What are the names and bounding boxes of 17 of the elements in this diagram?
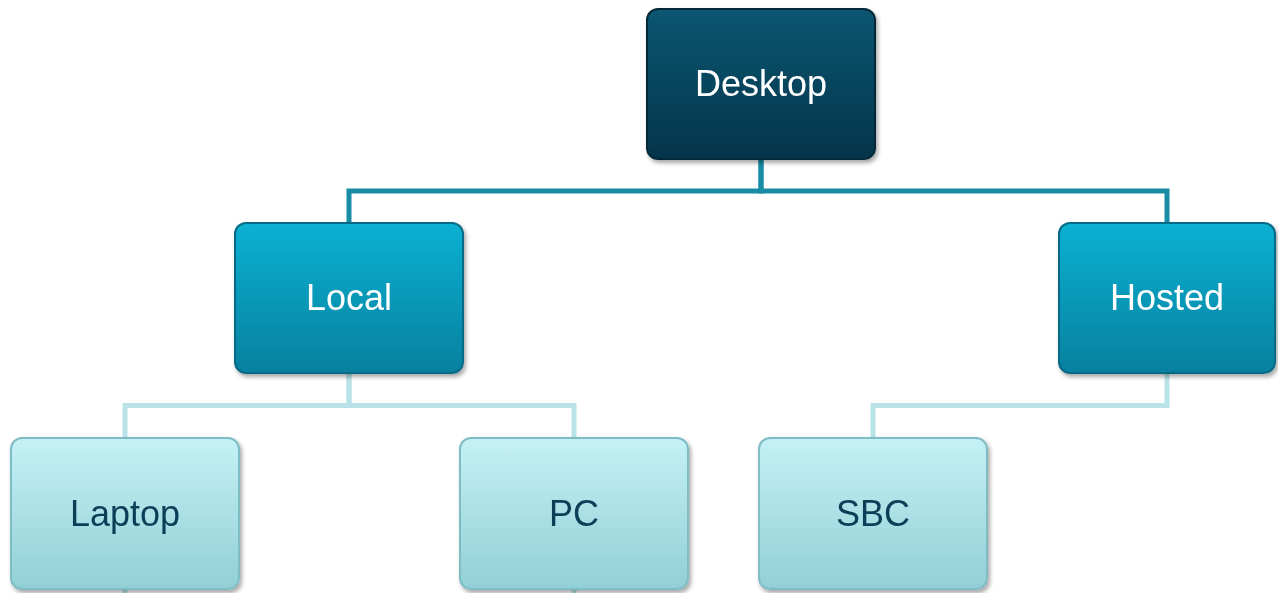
- box: [10, 437, 240, 590]
- box: [1058, 222, 1276, 374]
- box: [646, 8, 876, 160]
- box: [234, 222, 464, 374]
- connector-line: [122, 590, 128, 593]
- node-label: Desktop: [694, 63, 828, 105]
- box: [459, 437, 689, 590]
- connector-line: [346, 374, 577, 437]
- node-label: PC: [549, 492, 599, 535]
- connector-line: [571, 590, 577, 593]
- node-label: Local: [305, 277, 393, 319]
- box: [758, 437, 988, 590]
- node-label: Laptop: [69, 492, 181, 535]
- connector-line: [758, 160, 1170, 222]
- node-label: SBC: [836, 492, 910, 535]
- connector-line: [870, 374, 1170, 437]
- node-label: Hosted: [1109, 277, 1225, 319]
